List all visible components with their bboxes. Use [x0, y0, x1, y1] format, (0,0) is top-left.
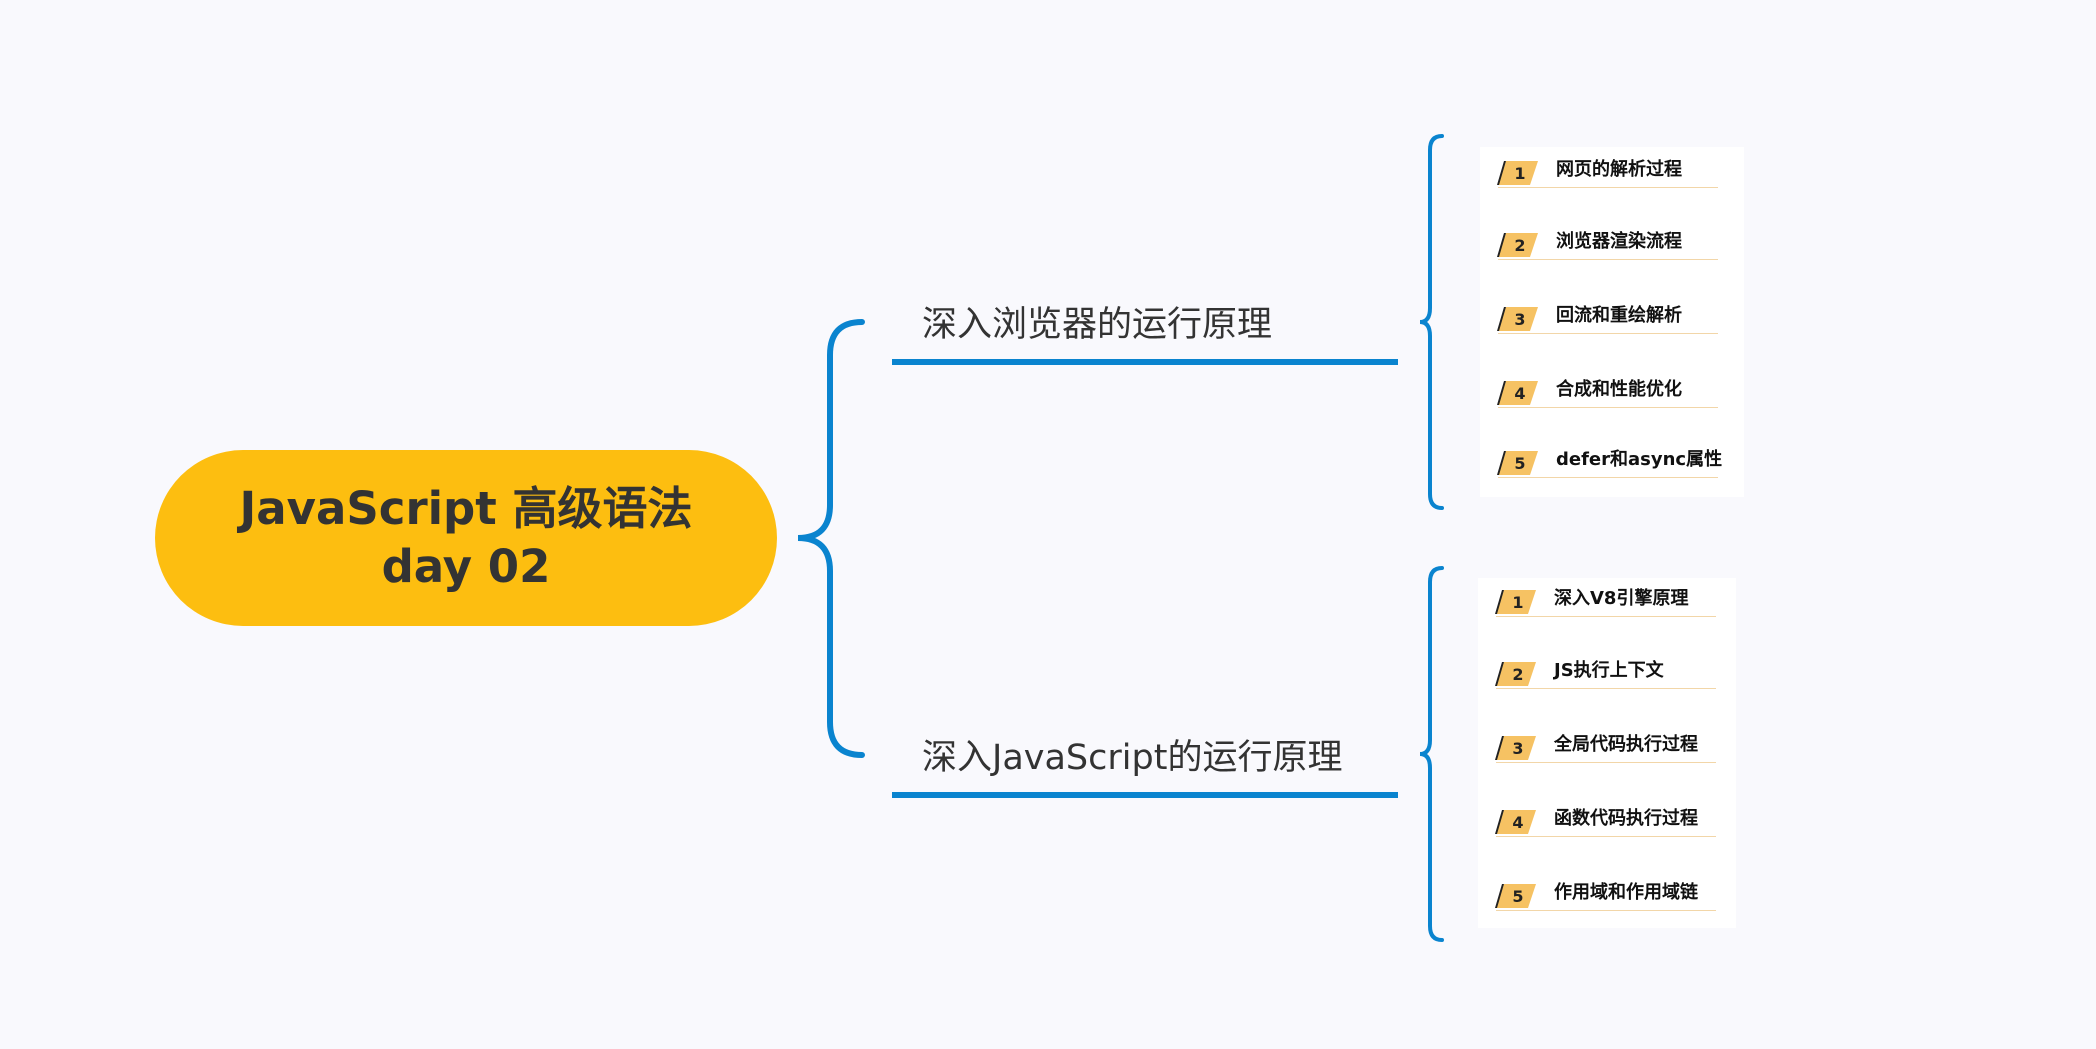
- badge-accent: [1495, 736, 1504, 760]
- item-number: 5: [1514, 454, 1526, 473]
- badge-accent: [1497, 451, 1506, 475]
- badge-accent: [1497, 161, 1506, 185]
- item-underline: [1498, 407, 1718, 408]
- item-label: 全局代码执行过程: [1554, 734, 1698, 755]
- subtopic-item[interactable]: 5 defer和async属性: [1480, 443, 1744, 483]
- badge-accent: [1497, 233, 1506, 257]
- item-underline: [1496, 910, 1716, 911]
- item-label: 函数代码执行过程: [1554, 808, 1698, 829]
- subtopic-item[interactable]: 1 网页的解析过程: [1480, 153, 1744, 193]
- item-label: 回流和重绘解析: [1556, 305, 1682, 326]
- item-label: 深入V8引擎原理: [1554, 588, 1689, 609]
- item-underline: [1496, 616, 1716, 617]
- item-number: 3: [1514, 310, 1526, 329]
- badge-accent: [1495, 662, 1504, 686]
- item-number: 1: [1512, 593, 1524, 612]
- root-title-line-2: day 02: [381, 540, 551, 593]
- branch-2-subtopics: 1 深入V8引擎原理 2 JS执行上下文 3 全局代码执行过程 4 函数代码执行…: [1478, 578, 1736, 928]
- item-label: defer和async属性: [1556, 449, 1723, 470]
- branch-1-title[interactable]: 深入浏览器的运行原理: [922, 305, 1273, 345]
- item-underline: [1498, 477, 1718, 478]
- subtopic-item[interactable]: 4 合成和性能优化: [1480, 373, 1744, 413]
- item-underline: [1496, 762, 1716, 763]
- branch-1-subtopics: 1 网页的解析过程 2 浏览器渲染流程 3 回流和重绘解析 4 合成和性能优化 …: [1480, 147, 1744, 497]
- root-topic[interactable]: JavaScript 高级语法 day 02: [155, 450, 777, 626]
- subtopic-item[interactable]: 5 作用域和作用域链: [1478, 876, 1736, 916]
- item-underline: [1498, 187, 1718, 188]
- item-label: 合成和性能优化: [1556, 379, 1682, 400]
- branch-2-title[interactable]: 深入JavaScript的运行原理: [922, 738, 1343, 778]
- item-underline: [1496, 688, 1716, 689]
- item-number: 3: [1512, 739, 1524, 758]
- item-label: 浏览器渲染流程: [1556, 231, 1682, 252]
- item-number: 4: [1514, 384, 1526, 403]
- root-brace: [797, 319, 865, 758]
- item-number: 1: [1514, 164, 1526, 183]
- item-number: 2: [1512, 665, 1524, 684]
- badge-accent: [1497, 381, 1506, 405]
- subtopic-item[interactable]: 2 浏览器渲染流程: [1480, 225, 1744, 265]
- subtopic-item[interactable]: 2 JS执行上下文: [1478, 654, 1736, 694]
- badge-accent: [1495, 884, 1504, 908]
- subtopic-item[interactable]: 3 回流和重绘解析: [1480, 299, 1744, 339]
- badge-accent: [1495, 590, 1504, 614]
- item-underline: [1498, 333, 1718, 334]
- item-number: 2: [1514, 236, 1526, 255]
- root-title-line-1: JavaScript 高级语法: [239, 482, 693, 535]
- badge-accent: [1497, 307, 1506, 331]
- item-label: JS执行上下文: [1554, 660, 1664, 681]
- subtopic-item[interactable]: 3 全局代码执行过程: [1478, 728, 1736, 768]
- branch-1-brace: [1419, 134, 1444, 510]
- item-label: 作用域和作用域链: [1554, 882, 1698, 903]
- badge-accent: [1495, 810, 1504, 834]
- item-underline: [1498, 259, 1718, 260]
- item-number: 5: [1512, 887, 1524, 906]
- subtopic-item[interactable]: 4 函数代码执行过程: [1478, 802, 1736, 842]
- item-underline: [1496, 836, 1716, 837]
- subtopic-item[interactable]: 1 深入V8引擎原理: [1478, 582, 1736, 622]
- item-number: 4: [1512, 813, 1524, 832]
- branch-2-brace: [1419, 566, 1444, 942]
- item-label: 网页的解析过程: [1556, 159, 1682, 180]
